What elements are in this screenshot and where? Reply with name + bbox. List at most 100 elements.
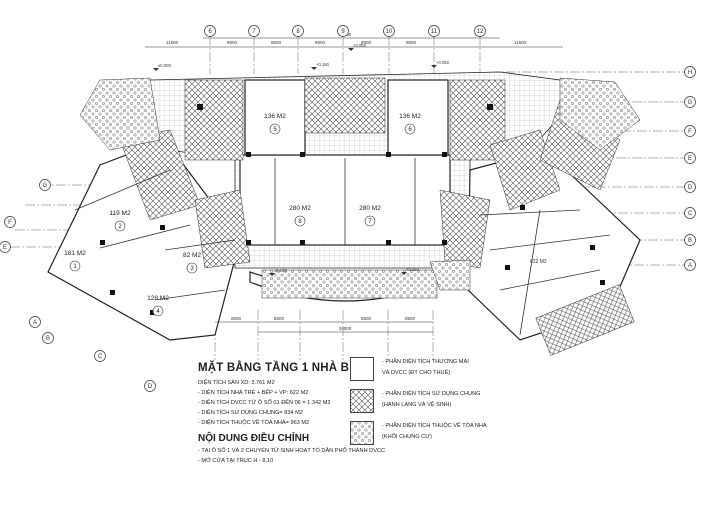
grid-bubble-top-11: 11 [428, 25, 440, 37]
grid-bubble-top-6: 6 [204, 25, 216, 37]
common-areas [119, 77, 635, 356]
level-mark: +0.150 [401, 267, 420, 275]
bottom-dimension-labels: 8500 8500 8500 8500 34000 [231, 316, 416, 331]
room-number: 5 [273, 127, 277, 133]
grid-bubble-left-E: E [0, 241, 11, 253]
dimension-label: 8500 [274, 316, 285, 321]
adjust-line-2: - MỞ CỬA TẠI TRỤC H - 8,10 [198, 458, 274, 464]
svg-text:+0.150: +0.150 [406, 267, 420, 272]
grid-bubble-top-12: 12 [474, 25, 486, 37]
right-wing-area-label: 622 M2 [530, 259, 547, 265]
svg-text:B: B [688, 238, 692, 244]
grid-bubble-top-8: 8 [292, 25, 304, 37]
room-number: 7 [368, 219, 372, 225]
svg-text:10: 10 [386, 29, 393, 35]
room-area: 136 M2 [264, 113, 286, 120]
svg-text:D: D [148, 384, 153, 390]
svg-text:6: 6 [208, 29, 212, 35]
legend-swatch-dots [350, 421, 374, 445]
grid-bubble-left-C: C [94, 350, 106, 362]
area-common-line: - DIỆN TÍCH SỬ DỤNG CHUNG= 834 M2 [198, 410, 303, 416]
grid-bubble-left-B: B [42, 332, 54, 344]
dimension-label: 8500 [361, 316, 372, 321]
level-mark: ±0.150 [269, 268, 287, 276]
grid-bubble-right-C: C [684, 207, 696, 219]
notes-panel: MẶT BẰNG TẦNG 1 NHÀ B DIỆN TÍCH SÀN XD: … [198, 362, 386, 466]
svg-text:11: 11 [431, 29, 438, 35]
svg-text:+0.150: +0.150 [316, 62, 330, 67]
svg-text:F: F [688, 129, 692, 135]
dimension-label: 8500 [406, 40, 417, 45]
room-label: 119 M2 2 [109, 210, 131, 232]
svg-text:7: 7 [252, 29, 256, 35]
svg-text:±0.150: ±0.150 [274, 268, 287, 273]
dimension-label: 8500 [231, 316, 242, 321]
room-label: 280 M28 [289, 205, 311, 227]
room-number: 2 [118, 224, 122, 230]
svg-text:E: E [3, 245, 7, 251]
adjust-line-1: - TẠI Ô SỐ 1 VÀ 2 CHUYỂN TỪ SINH HOẠT TỔ… [198, 448, 386, 454]
svg-text:H: H [688, 70, 692, 76]
grid-bubble-left-A: A [29, 316, 41, 328]
room-area: 181 M2 [64, 250, 86, 257]
top-dimension-line [145, 37, 563, 48]
grid-bubbles-top: 6 7 8 9 10 11 12 [204, 25, 486, 37]
adjust-title: NỘI DUNG ĐIỀU CHỈNH [198, 433, 310, 444]
dimension-label: 11600 [166, 40, 179, 45]
grid-bubble-left-F: F [4, 216, 16, 228]
legend-item-common: - PHẦN DIỆN TÍCH SỬ DỤNG CHUNG (HÀNH LAN… [350, 387, 540, 419]
area-kindergarten-line: - DIỆN TÍCH NHÀ TRẺ + BẾP + VP: 622 M2 [198, 390, 309, 396]
room-label: 181 M21 [64, 250, 86, 272]
grid-bubble-right-B: B [684, 234, 696, 246]
room-label: 280 M2 7 [359, 205, 381, 227]
svg-text:8: 8 [296, 29, 300, 35]
dimension-label: 11600 [514, 40, 527, 45]
svg-text:9: 9 [341, 29, 345, 35]
svg-text:B: B [46, 336, 50, 342]
level-mark: ±0.000 [153, 63, 171, 71]
svg-text:12: 12 [477, 29, 484, 35]
grid-bubble-top-10: 10 [383, 25, 395, 37]
legend-item-building: - PHẦN DIỆN TÍCH THUỘC VỀ TÒA NHÀ (KHỐI … [350, 419, 540, 451]
area-dvcc-line: - DIỆN TÍCH DVCC TỪ Ô SỐ 01 ĐẾN 06 = 1.3… [198, 400, 331, 406]
room-area: 136 M2 [399, 113, 421, 120]
dimension-total-label: 34000 [339, 326, 352, 331]
legend-label: - PHẦN DIỆN TÍCH THƯƠNG MẠI [382, 359, 469, 365]
room-label: 82 M23 [183, 252, 201, 274]
grid-bubble-left-D: D [144, 380, 156, 392]
room-label: 136 M2 5 [264, 113, 286, 135]
legend-label: - PHẦN DIỆN TÍCH THUỘC VỀ TÒA NHÀ [382, 423, 487, 429]
dimension-label: 8500 [405, 316, 416, 321]
svg-text:F: F [8, 220, 12, 226]
svg-text:C: C [98, 354, 103, 360]
room-area: 280 M2 [359, 205, 381, 212]
level-mark: +0.050 [431, 60, 450, 68]
columns [100, 104, 605, 315]
level-marks: ±0.000 +0.050 +0.150 +0.050 ±0.150 +0.150 [153, 43, 450, 276]
legend-swatch-crosshatch [350, 389, 374, 413]
svg-text:+0.050: +0.050 [436, 60, 450, 65]
grid-bubble-top-9: 9 [337, 25, 349, 37]
legend-item-commercial: - PHẦN DIỆN TÍCH THƯƠNG MẠI VÀ DVCC (ĐT … [350, 355, 540, 387]
grid-bubble-right-G: G [684, 96, 696, 108]
level-mark: +0.050 [348, 43, 367, 51]
drawing-title: MẶT BẰNG TẦNG 1 NHÀ B [198, 362, 350, 374]
grid-bubble-top-7: 7 [248, 25, 260, 37]
room-label: 136 M26 [399, 113, 421, 135]
svg-text:A: A [688, 263, 692, 269]
grid-bubbles-left: A B C D E F G [0, 179, 156, 392]
legend-label-detail: (HÀNH LANG VÀ VỆ SINH) [382, 402, 452, 408]
svg-text:G: G [43, 183, 48, 189]
room-number: 4 [156, 309, 160, 315]
svg-text:D: D [688, 185, 693, 191]
grid-bubble-right-D: D [684, 181, 696, 193]
grid-bubble-right-A: A [684, 259, 696, 271]
room-area: 119 M2 [109, 210, 131, 217]
grid-bubble-right-F: F [684, 125, 696, 137]
dimension-label: 8500 [227, 40, 238, 45]
room-area: 280 M2 [289, 205, 311, 212]
grid-bubble-left-G: G [39, 179, 51, 191]
